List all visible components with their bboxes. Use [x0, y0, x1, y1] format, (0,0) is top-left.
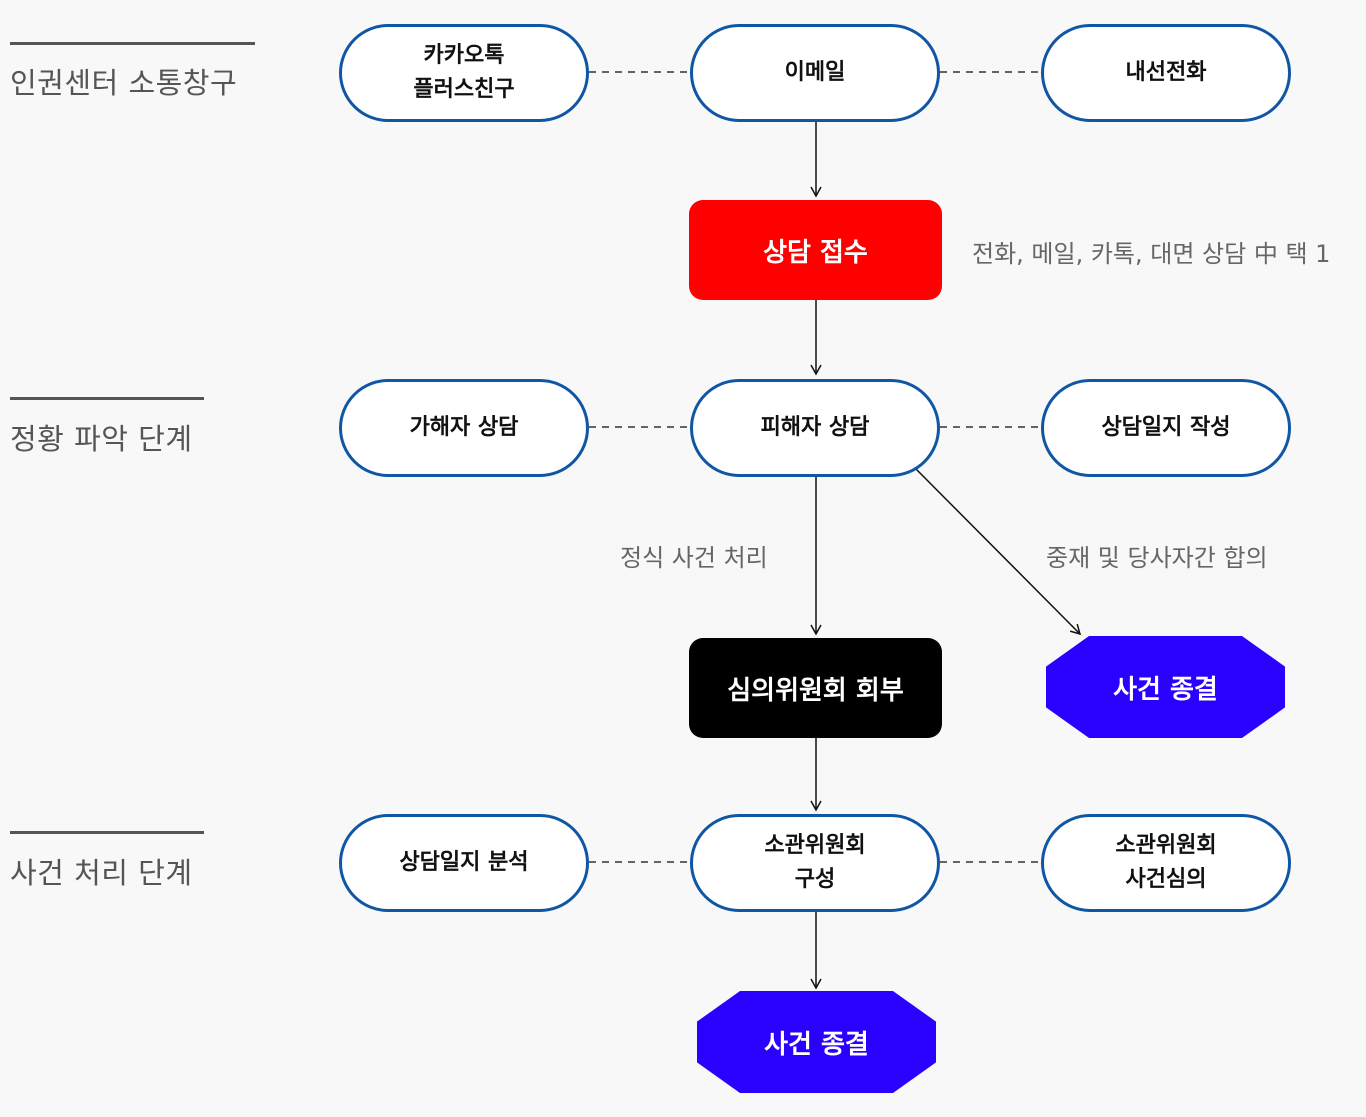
node-committee-review: 소관위원회 사건심의: [1041, 814, 1291, 912]
node-log-analysis: 상담일지 분석: [339, 814, 589, 912]
node-email: 이메일: [690, 24, 940, 122]
node-kakao: 카카오톡 플러스친구: [339, 24, 589, 122]
stage-label-communication: 인권센터 소통창구: [10, 66, 238, 100]
stage-label-processing: 사건 처리 단계: [10, 856, 193, 890]
node-committee-refer: 심의위원회 회부: [689, 638, 942, 738]
node-offender: 가해자 상담: [339, 379, 589, 477]
node-intake: 상담 접수: [689, 200, 942, 300]
arrow-victim-close: [915, 468, 1082, 636]
note-formal: 정식 사건 처리: [620, 544, 768, 572]
stage-rule-communication: [10, 42, 255, 45]
node-close-mediation: 사건 종결: [1046, 636, 1285, 738]
stage-rule-processing: [10, 831, 204, 834]
node-victim: 피해자 상담: [690, 379, 940, 477]
note-mediation: 중재 및 당사자간 합의: [1046, 544, 1268, 572]
node-close-final: 사건 종결: [697, 991, 936, 1093]
stage-label-investigation: 정황 파악 단계: [10, 422, 193, 456]
node-log-write: 상담일지 작성: [1041, 379, 1291, 477]
node-committee-form: 소관위원회 구성: [690, 814, 940, 912]
note-intake: 전화, 메일, 카톡, 대면 상담 中 택 1: [972, 240, 1331, 268]
stage-rule-investigation: [10, 397, 204, 400]
node-phone: 내선전화: [1041, 24, 1291, 122]
